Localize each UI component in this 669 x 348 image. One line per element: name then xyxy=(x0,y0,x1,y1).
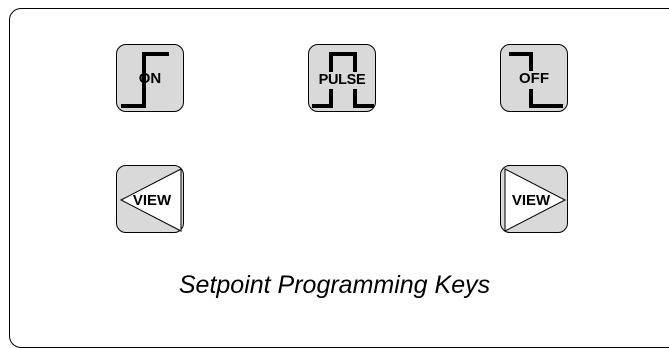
off-key[interactable]: OFF xyxy=(500,44,568,112)
falling-edge-icon xyxy=(509,52,563,108)
figure-caption: Setpoint Programming Keys xyxy=(178,271,491,299)
pulse-key-label: PULSE xyxy=(318,72,366,88)
view-next-key[interactable]: VIEW xyxy=(500,165,568,233)
triangle-left-icon xyxy=(119,168,182,232)
on-key-label: ON xyxy=(138,70,162,87)
on-key[interactable]: ON xyxy=(116,44,184,112)
pulse-icon xyxy=(312,52,374,108)
pulse-key[interactable]: PULSE xyxy=(308,44,376,112)
off-key-label: OFF xyxy=(519,70,549,87)
view-previous-key[interactable]: VIEW xyxy=(116,165,184,233)
view-previous-key-label: VIEW xyxy=(132,192,172,209)
rising-edge-icon xyxy=(121,52,169,108)
triangle-right-icon xyxy=(504,168,567,232)
view-next-key-label: VIEW xyxy=(511,192,551,209)
